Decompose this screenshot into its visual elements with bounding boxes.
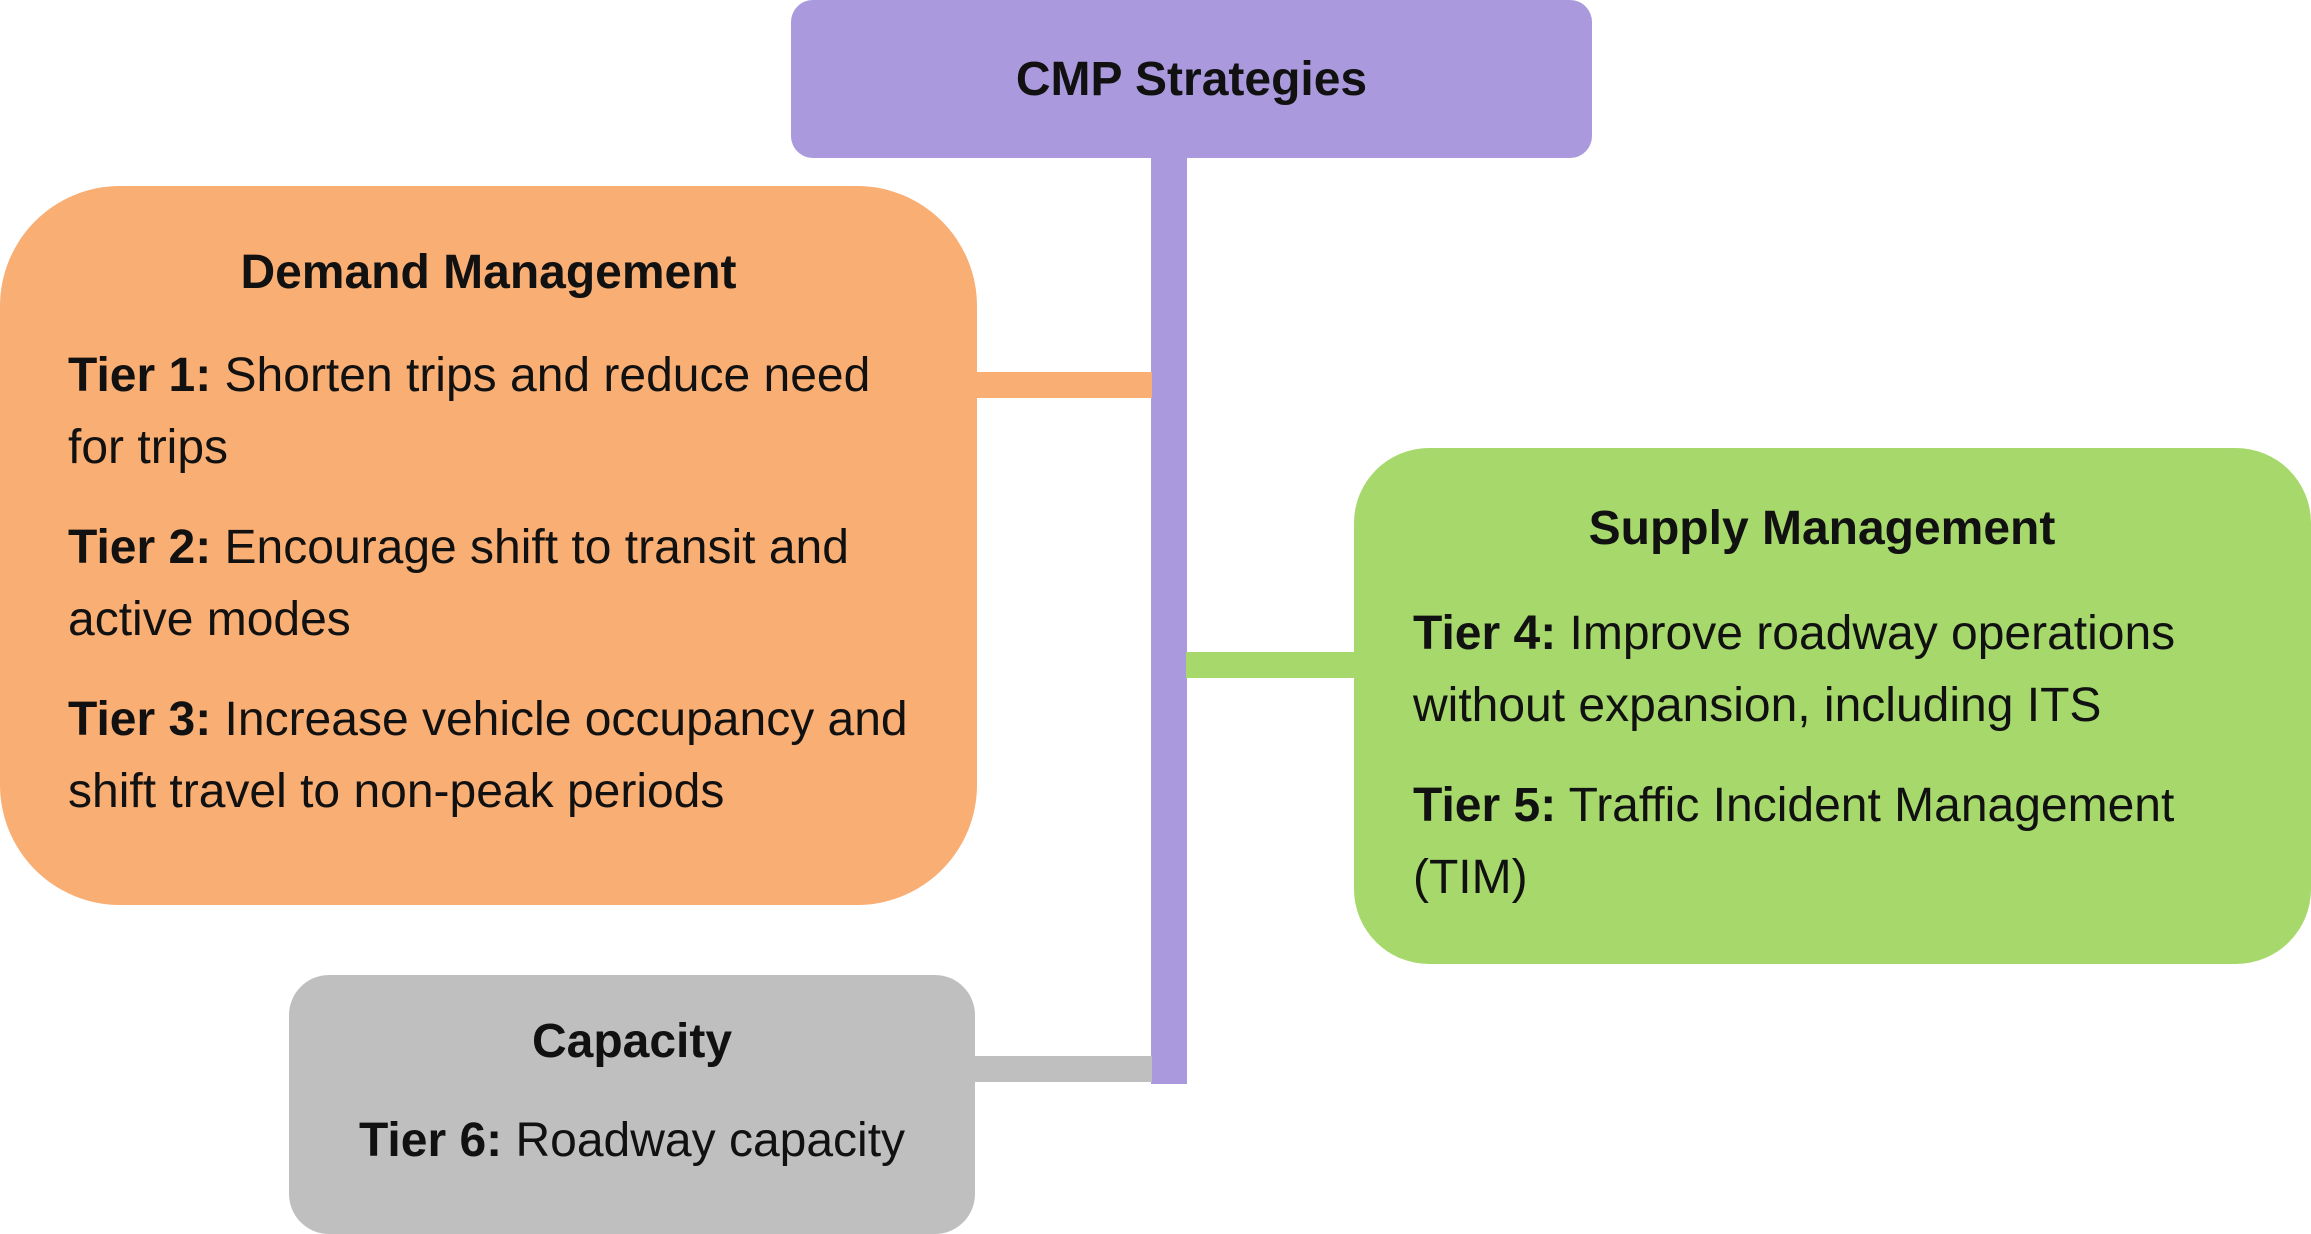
cmp-strategies-box: CMP Strategies <box>791 0 1592 158</box>
demand-connector <box>976 372 1152 398</box>
tier-text: Shorten trips and reduce need for trips <box>68 348 871 474</box>
tier-label: Tier 6: <box>358 1113 503 1167</box>
demand-management-heading: Demand Management <box>240 246 737 299</box>
tier-label: Tier 4: <box>1413 606 1557 660</box>
capacity-box: Capacity Tier 6: Roadway capacity <box>289 975 975 1234</box>
tier-6-item: Tier 6: Roadway capacity <box>319 1105 945 1177</box>
tier-text: Traffic Incident Management (TIM) <box>1413 778 2175 904</box>
tier-1-item: Tier 1: Shorten trips and reduce need fo… <box>68 340 937 484</box>
supply-connector <box>1186 652 1356 678</box>
tier-text: Improve roadway operations without expan… <box>1413 606 2176 732</box>
supply-management-box: Supply Management Tier 4: Improve roadwa… <box>1354 448 2311 964</box>
tier-text: Increase vehicle occupancy and shift tra… <box>68 692 908 818</box>
tier-2-item: Tier 2: Encourage shift to transit and a… <box>68 512 937 656</box>
tier-label: Tier 1: <box>68 348 212 402</box>
tier-text: Encourage shift to transit and active mo… <box>68 520 849 646</box>
demand-management-box: Demand Management Tier 1: Shorten trips … <box>0 186 977 905</box>
tier-5-item: Tier 5: Traffic Incident Management (TIM… <box>1413 770 2271 914</box>
capacity-connector <box>974 1056 1152 1082</box>
tier-label: Tier 5: <box>1413 778 1557 832</box>
tier-4-item: Tier 4: Improve roadway operations witho… <box>1413 598 2271 742</box>
supply-management-heading: Supply Management <box>1588 502 2056 555</box>
tier-text: Roadway capacity <box>515 1113 906 1167</box>
tier-label: Tier 3: <box>68 692 212 746</box>
capacity-heading: Capacity <box>531 1015 733 1068</box>
diagram-title: CMP Strategies <box>1015 52 1368 106</box>
tier-label: Tier 2: <box>68 520 212 574</box>
main-trunk-connector <box>1151 150 1187 1084</box>
tier-3-item: Tier 3: Increase vehicle occupancy and s… <box>68 684 937 828</box>
